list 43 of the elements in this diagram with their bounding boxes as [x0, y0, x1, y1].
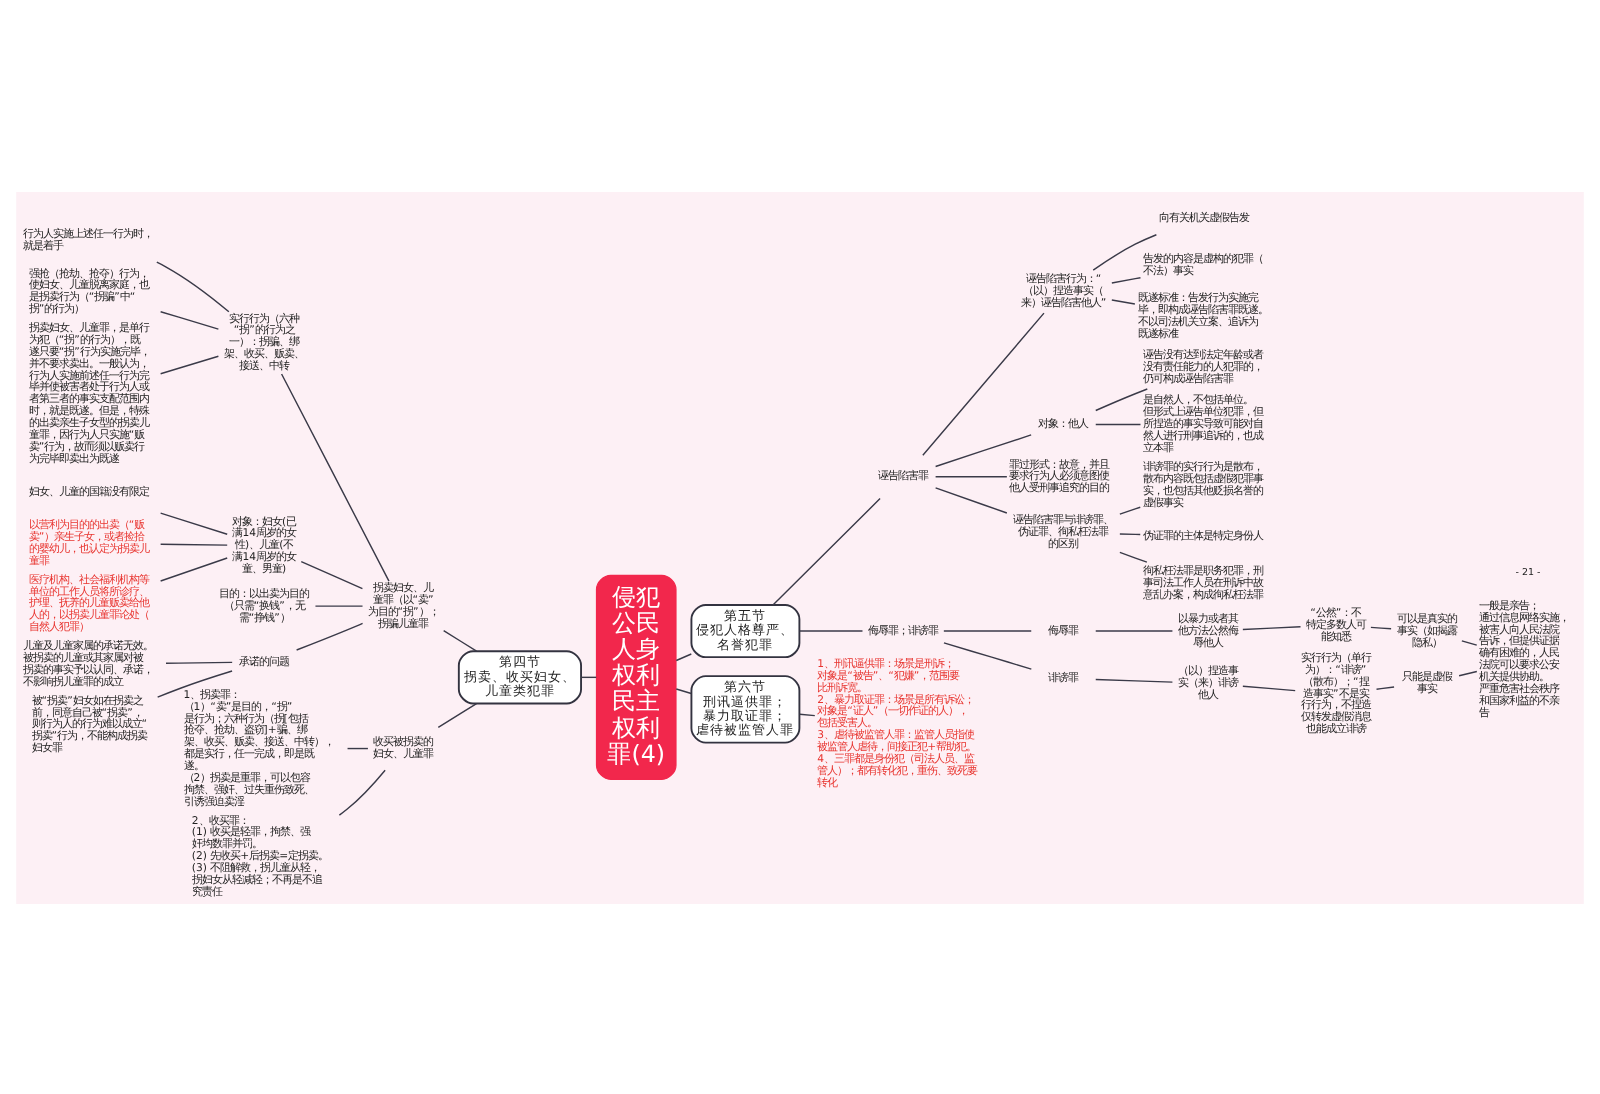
- connector: [922, 311, 1045, 455]
- connector: [1095, 629, 1174, 631]
- connector: [165, 660, 233, 663]
- connector: [798, 629, 864, 631]
- connector: [1458, 669, 1478, 676]
- connector: [1242, 684, 1296, 691]
- connector: [346, 746, 369, 749]
- connector: [675, 652, 692, 661]
- connector: [159, 542, 228, 545]
- connector: [1461, 639, 1478, 645]
- connector: [943, 641, 1033, 669]
- connector: [934, 475, 1008, 477]
- connector: [1119, 550, 1148, 562]
- connector: [300, 559, 364, 589]
- connector: [1095, 677, 1174, 682]
- node-box: 侵犯公民人身权利民主权利罪(4): [595, 573, 677, 779]
- connector: [1095, 422, 1142, 425]
- connector: [159, 310, 220, 329]
- connector: [1119, 505, 1141, 514]
- connector: [314, 604, 364, 606]
- connector: [1242, 625, 1302, 630]
- connector: [1111, 298, 1136, 304]
- connector: [159, 556, 228, 581]
- connector: [1095, 387, 1148, 411]
- connector: [934, 486, 1008, 513]
- connector: [943, 629, 1032, 631]
- connector: [156, 669, 233, 697]
- connector: [159, 511, 228, 534]
- connector: [675, 687, 692, 694]
- connector: [1111, 276, 1142, 283]
- connector: [772, 496, 881, 605]
- connector: [295, 621, 364, 650]
- connector: [1092, 233, 1158, 270]
- connector: [437, 701, 478, 728]
- connector: [1370, 625, 1392, 629]
- connector: [156, 260, 230, 312]
- connector: [1119, 532, 1141, 535]
- connector: [442, 628, 478, 651]
- connector: [934, 433, 1032, 467]
- connector: [280, 372, 390, 581]
- connector: [338, 768, 386, 815]
- connector: [1375, 685, 1395, 689]
- connector: [159, 354, 220, 374]
